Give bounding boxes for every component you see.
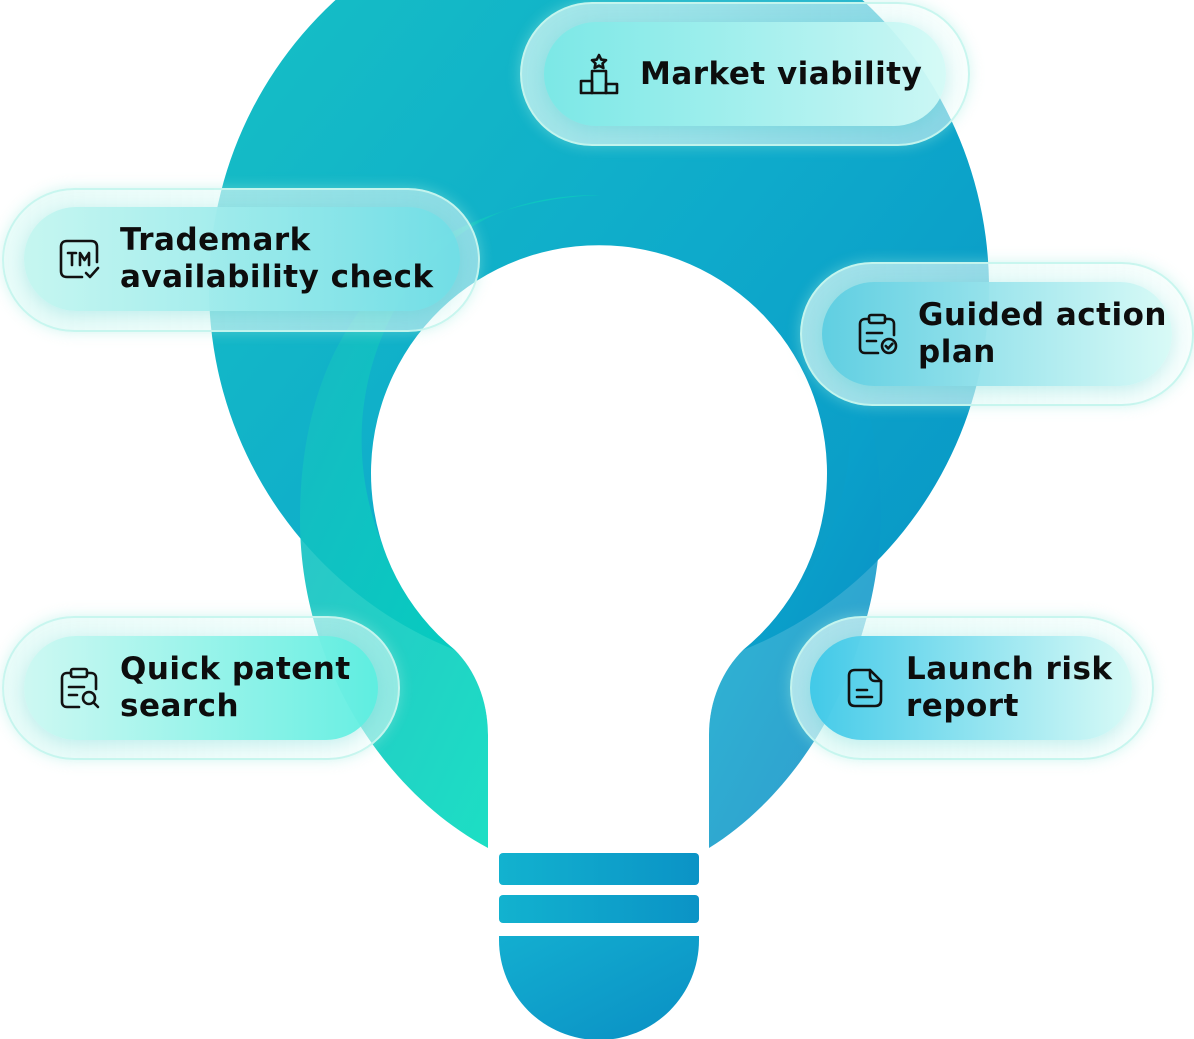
feature-label: Trademark availability check — [120, 222, 434, 295]
feature-label: Launch risk report — [906, 651, 1113, 724]
feature-label: Guided action plan — [918, 297, 1167, 370]
bulb-base — [499, 936, 699, 1039]
feature-launch-risk-report: Launch risk report — [810, 636, 1132, 740]
feature-quick-patent-search: Quick patent search — [24, 636, 378, 740]
trademark-check-icon — [54, 234, 104, 284]
bulb-stripe-2 — [499, 895, 699, 923]
clipboard-check-icon — [852, 309, 902, 359]
feature-trademark-availability: Trademark availability check — [24, 207, 460, 311]
bulb-right-shade — [709, 300, 881, 848]
feature-market-viability: Market viability — [544, 22, 946, 126]
bulb-stripe-1 — [499, 853, 699, 885]
clipboard-search-icon — [54, 663, 104, 713]
feature-guided-action-plan: Guided action plan — [822, 282, 1172, 386]
podium-star-icon — [574, 49, 624, 99]
feature-label: Market viability — [640, 55, 923, 92]
document-icon — [840, 663, 890, 713]
bulb-inner-hole — [371, 245, 828, 849]
feature-label: Quick patent search — [120, 651, 351, 724]
